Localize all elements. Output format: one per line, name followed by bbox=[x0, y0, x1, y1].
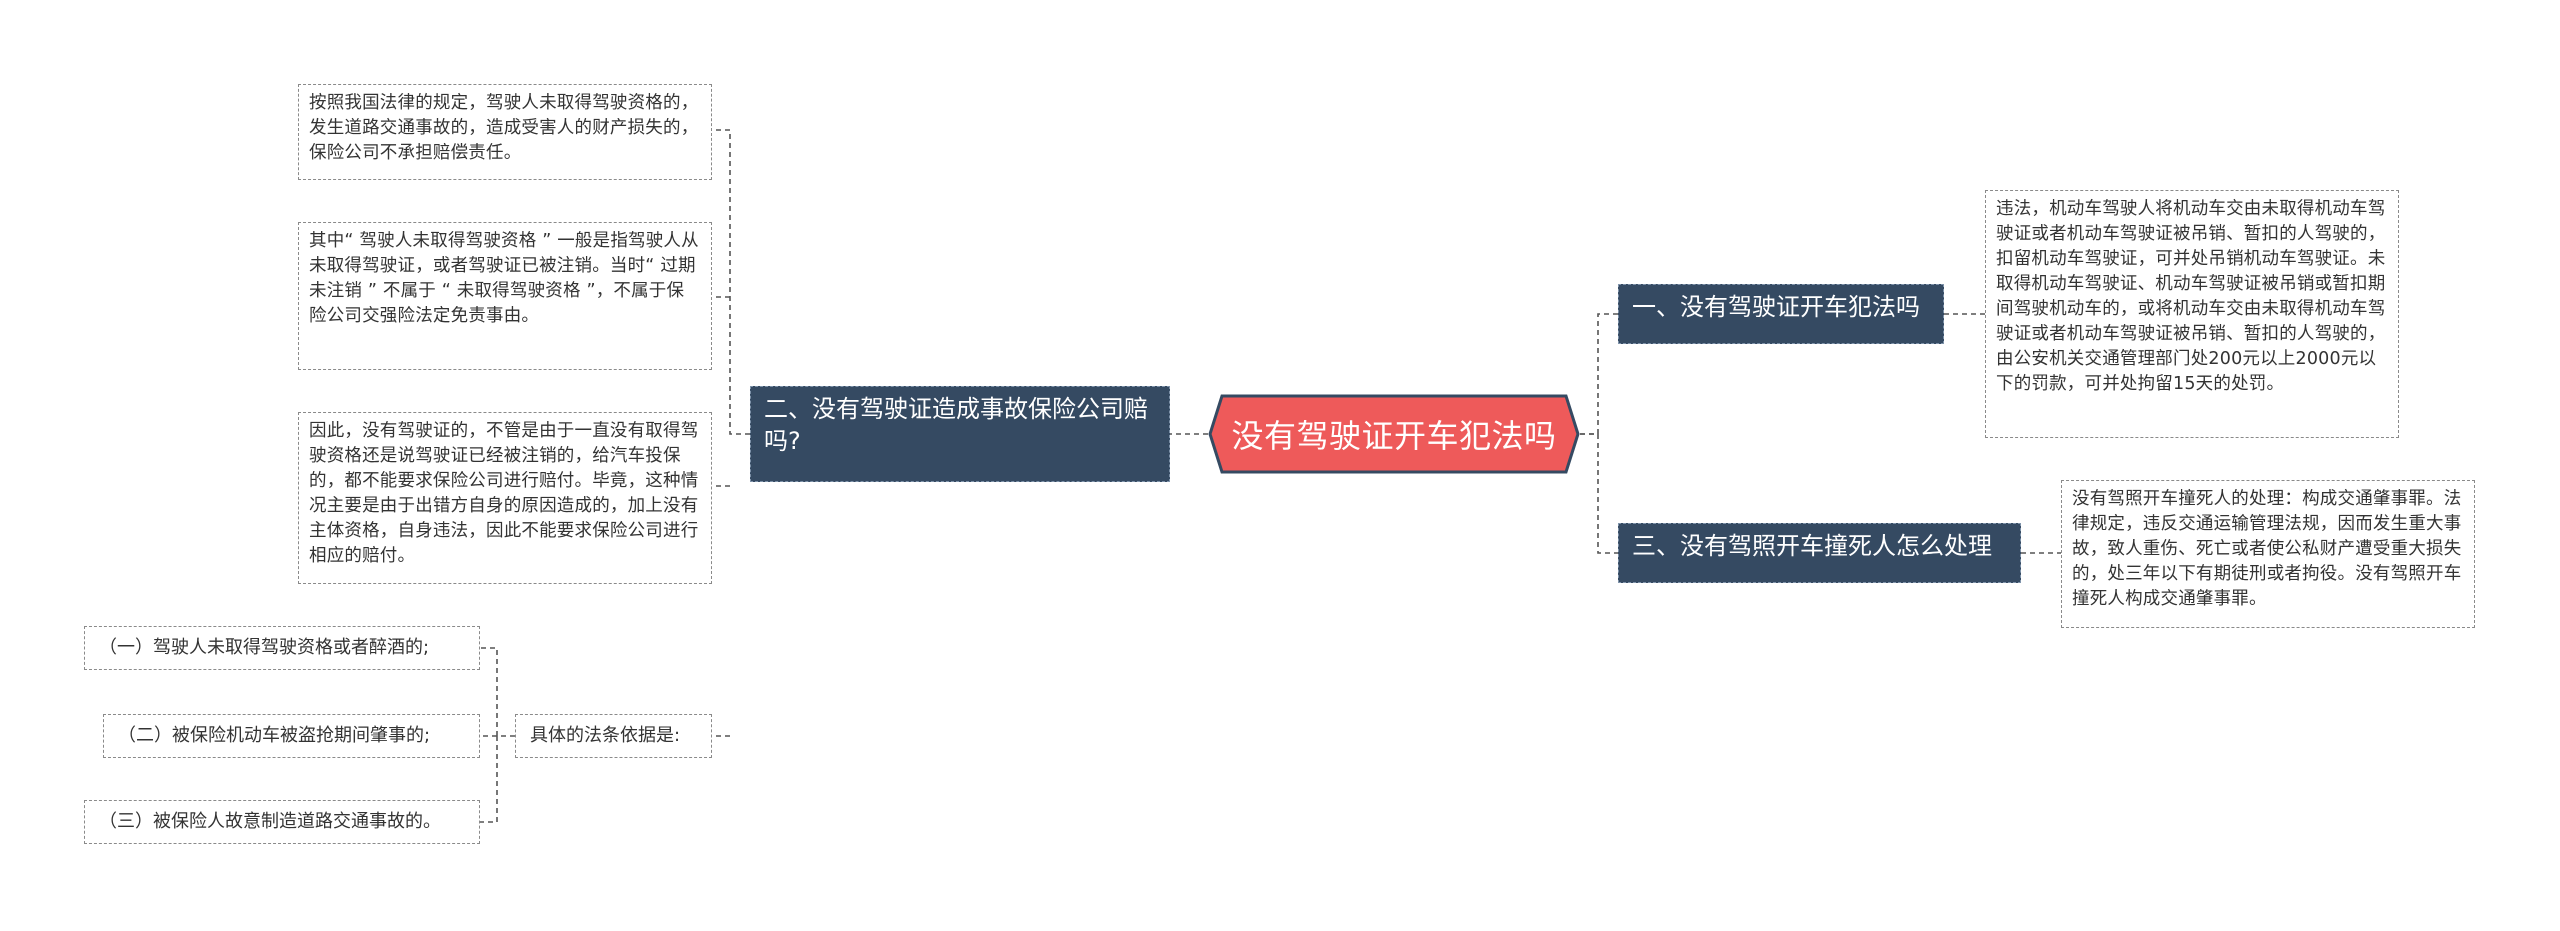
link-n2d-leaves bbox=[480, 647, 515, 823]
leaf-clause-1: （一）驾驶人未取得驾驶资格或者醉酒的; bbox=[84, 626, 480, 670]
root-node[interactable]: 没有驾驶证开车犯法吗 bbox=[1208, 394, 1580, 474]
branch-no-license-illegal[interactable]: 一、没有驾驶证开车犯法吗 bbox=[1618, 284, 1944, 344]
root-title: 没有驾驶证开车犯法吗 bbox=[1231, 417, 1557, 455]
branch-fatal-accident-handling[interactable]: 三、没有驾照开车撞死人怎么处理 bbox=[1618, 523, 2021, 583]
note-qualification-definition: 其中“ 驾驶人未取得驾驶资格 ” 一般是指驾驶人从未取得驾驶证，或者驾驶证已被注… bbox=[298, 222, 712, 370]
note-no-license-penalty: 违法，机动车驾驶人将机动车交由未取得机动车驾驶证或者机动车驾驶证被吊销、暂扣的人… bbox=[1985, 190, 2399, 438]
leaf-clause-2: （二）被保险机动车被盗抢期间肇事的; bbox=[103, 714, 480, 758]
note-legal-basis: 具体的法条依据是: bbox=[515, 714, 712, 758]
link-root-b1 bbox=[1580, 313, 1618, 435]
leaf-clause-3: （三）被保险人故意制造道路交通事故的。 bbox=[84, 800, 480, 844]
link-root-b3 bbox=[1580, 433, 1618, 554]
note-conclusion: 因此，没有驾驶证的，不管是由于一直没有取得驾驶资格还是说驾驶证已经被注销的，给汽… bbox=[298, 412, 712, 584]
branch-insurance-compensation[interactable]: 二、没有驾驶证造成事故保险公司赔吗? bbox=[750, 386, 1170, 482]
link-b2-notes bbox=[712, 129, 750, 737]
root-shape bbox=[1208, 394, 1580, 474]
note-legal-rule: 按照我国法律的规定，驾驶人未取得驾驶资格的，发生道路交通事故的，造成受害人的财产… bbox=[298, 84, 712, 180]
note-fatal-accident: 没有驾照开车撞死人的处理：构成交通肇事罪。法律规定，违反交通运输管理法规，因而发… bbox=[2061, 480, 2475, 628]
